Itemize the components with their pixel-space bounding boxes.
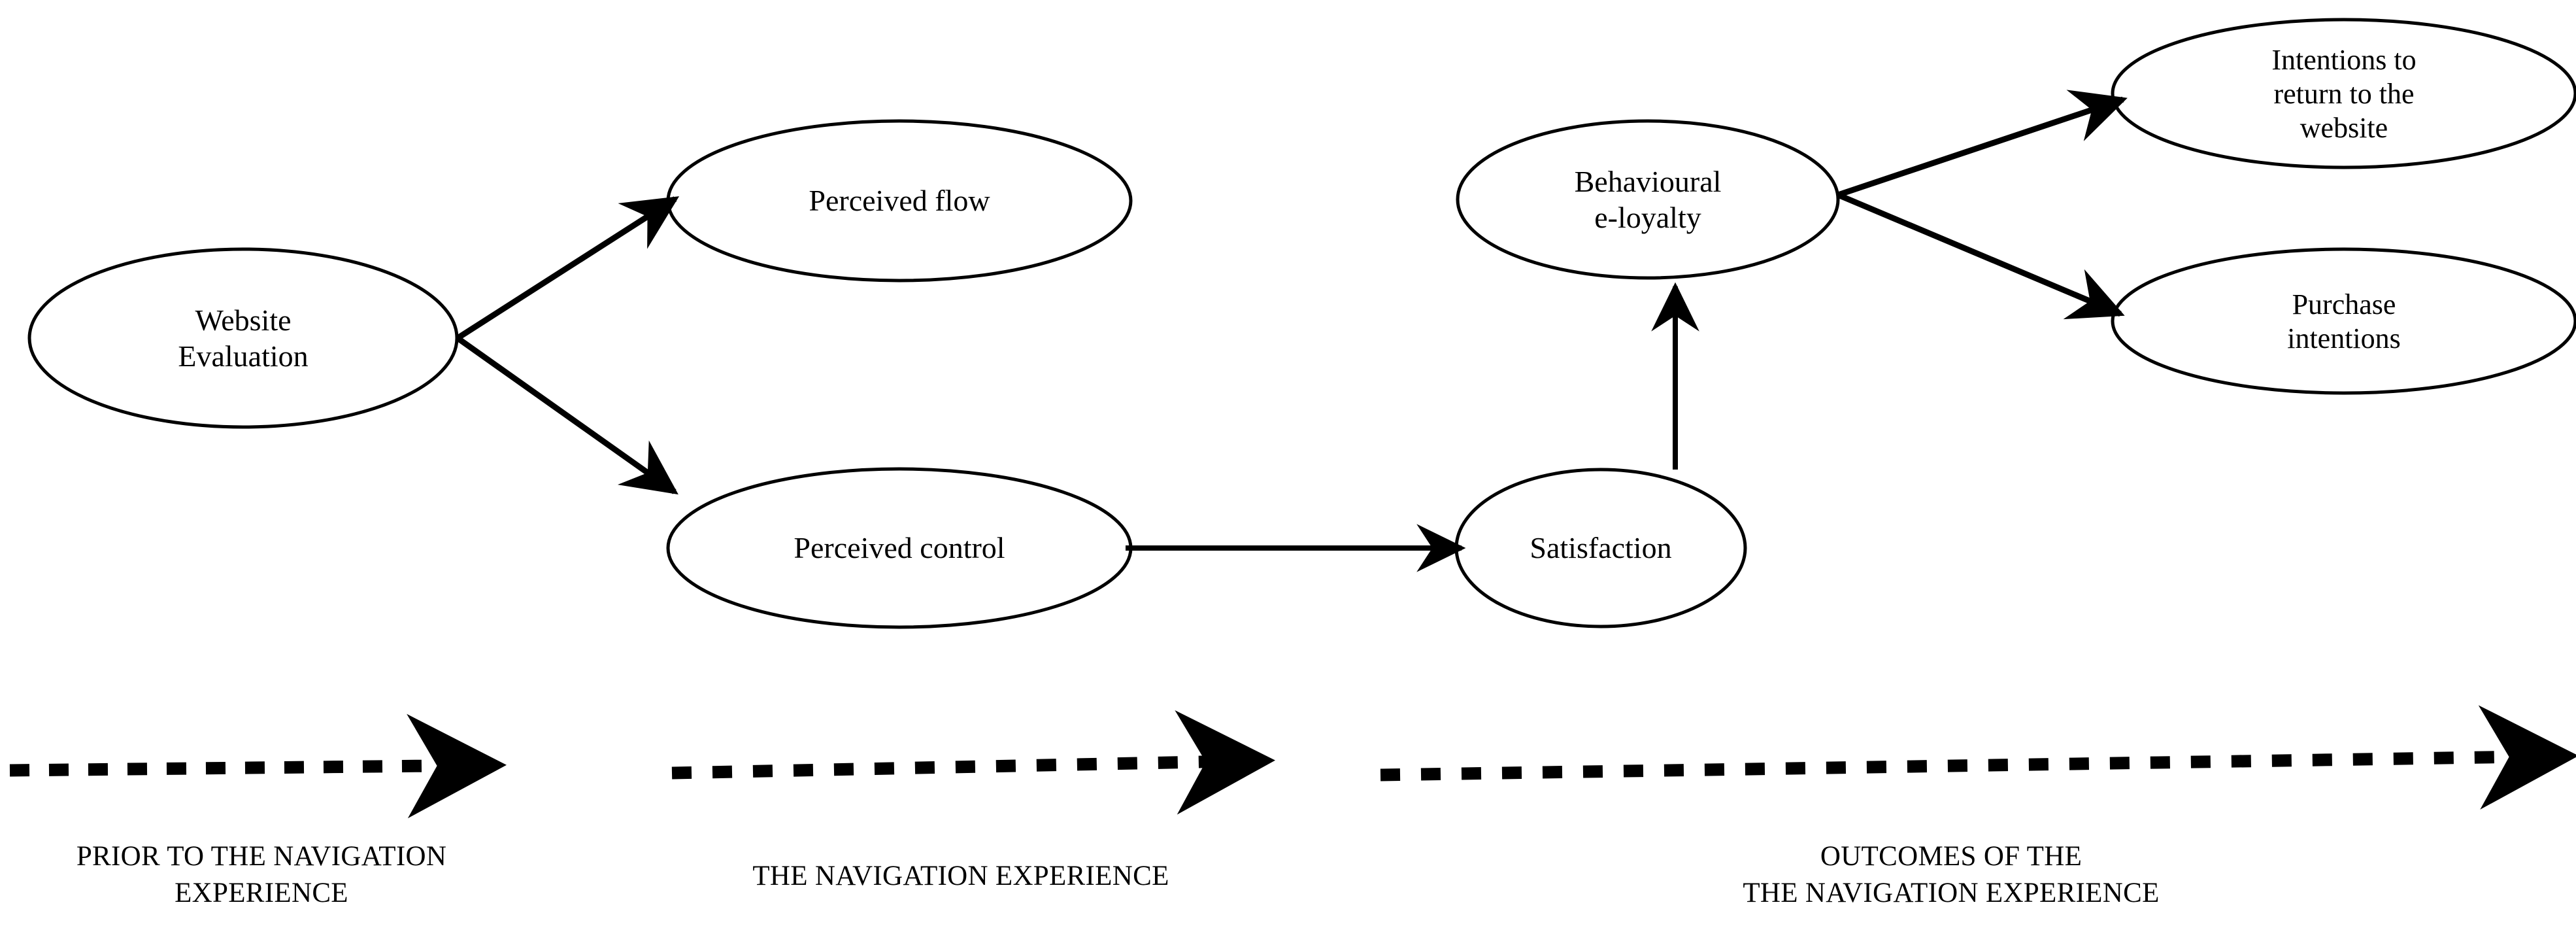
edge-website-evaluation-to-perceived-flow	[456, 196, 680, 341]
timeline-arrow-prior	[9, 713, 507, 819]
phase-caption-navigation: THE NAVIGATION EXPERIENCE	[752, 861, 1169, 891]
node-ellipse-behavioural-e-loyalty[interactable]	[1456, 119, 1840, 280]
node-ellipse-satisfaction[interactable]	[1454, 468, 1747, 628]
edge-behavioural-e-loyalty-to-purchase-intentions	[1837, 192, 2125, 320]
node-ellipse-perceived-control[interactable]	[666, 467, 1133, 629]
edge-behavioural-e-loyalty-to-intentions-to-return	[1837, 90, 2128, 198]
node-ellipse-perceived-flow[interactable]	[666, 119, 1133, 283]
phase-caption-outcomes: OUTCOMES OF THE THE NAVIGATION EXPERIENC…	[1743, 841, 2160, 908]
timeline-arrow-outcomes	[1380, 705, 2576, 810]
node-ellipse-purchase-intentions[interactable]	[2111, 247, 2576, 395]
edge-website-evaluation-to-perceived-control	[456, 335, 678, 495]
node-ellipse-intentions-to-return[interactable]	[2111, 18, 2576, 169]
node-ellipse-website-evaluation[interactable]	[27, 247, 459, 429]
timeline-arrow-navigation	[671, 710, 1275, 815]
phase-caption-prior: PRIOR TO THE NAVIGATION EXPERIENCE	[76, 841, 447, 908]
